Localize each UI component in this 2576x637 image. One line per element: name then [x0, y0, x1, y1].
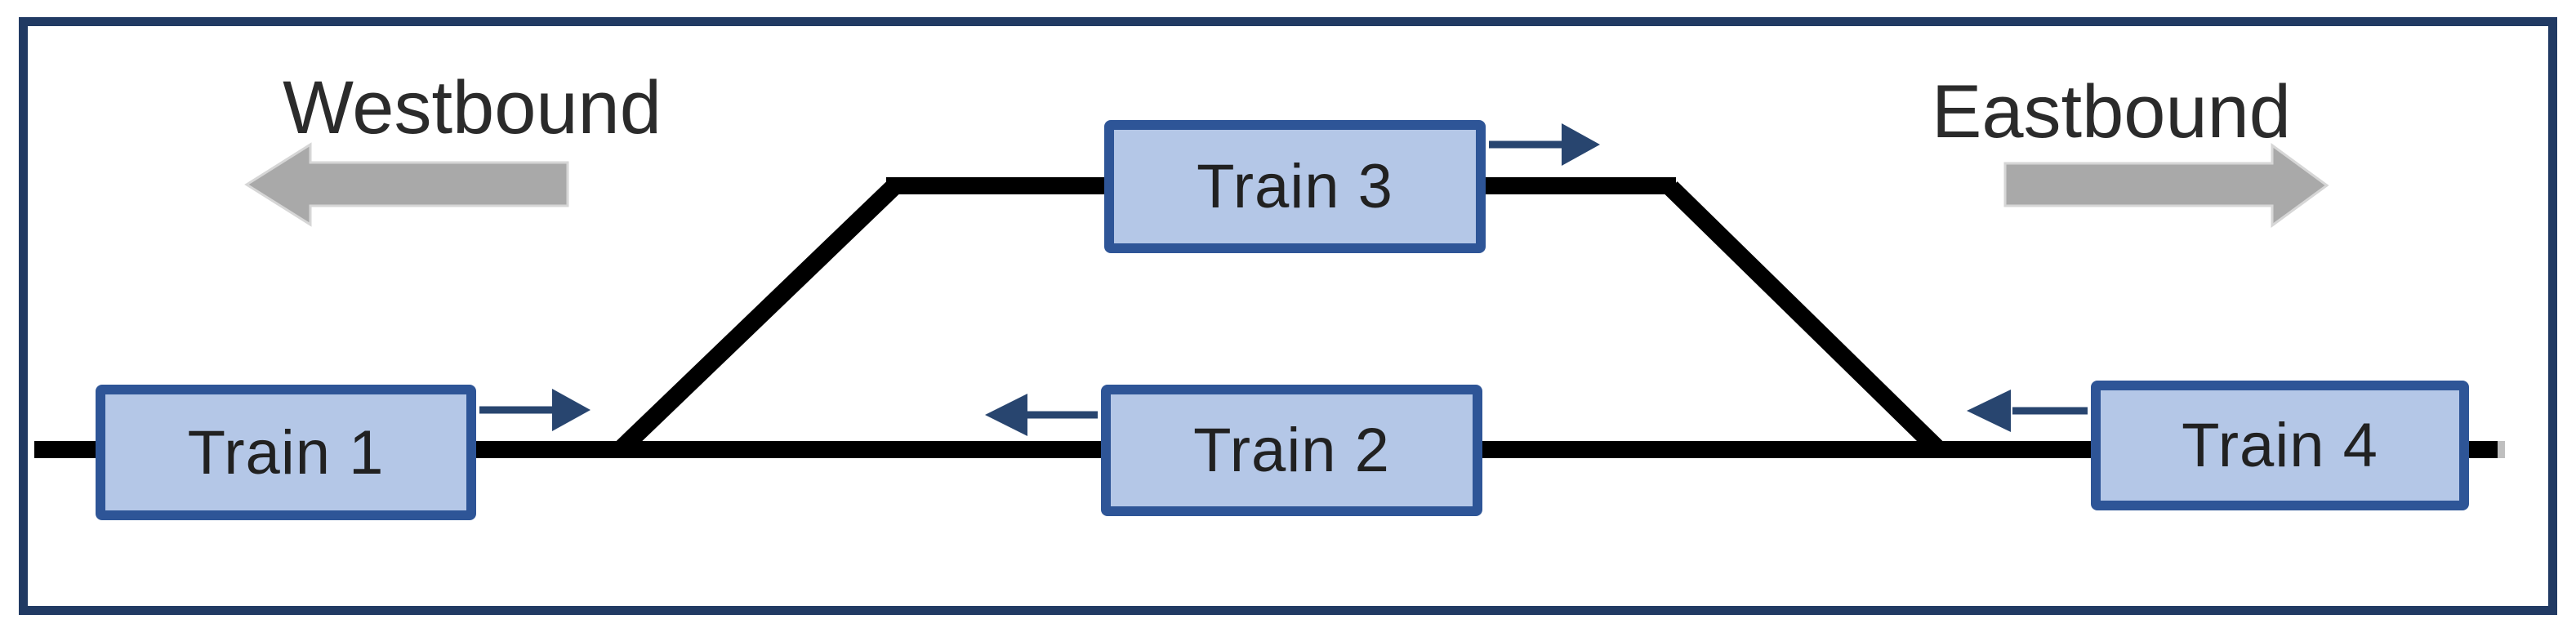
switch-diagonal-right [1665, 181, 1947, 458]
main-track-end-cap [2498, 441, 2505, 458]
train-4-box: Train 4 [2091, 381, 2469, 510]
train-3-label: Train 3 [1197, 152, 1393, 221]
train-2-direction-arrow-icon [985, 394, 1098, 436]
train-4-direction-arrow-icon [1967, 390, 2088, 432]
diagram-frame [19, 17, 2557, 615]
eastbound-arrow-icon [2003, 143, 2329, 228]
train-3-direction-arrow-icon [1489, 123, 1600, 166]
train-1-direction-arrow-icon [479, 389, 591, 431]
train-1-label: Train 1 [187, 417, 385, 488]
westbound-label: Westbound [283, 66, 662, 149]
train-3-box: Train 3 [1104, 120, 1486, 253]
train-2-label: Train 2 [1193, 416, 1390, 485]
westbound-arrow-icon [244, 142, 569, 227]
eastbound-label: Eastbound [1932, 70, 2291, 154]
train-1-box: Train 1 [96, 385, 476, 520]
train-2-box: Train 2 [1101, 385, 1482, 516]
train-4-label: Train 4 [2182, 411, 2378, 480]
switch-diagonal-left [612, 181, 899, 458]
